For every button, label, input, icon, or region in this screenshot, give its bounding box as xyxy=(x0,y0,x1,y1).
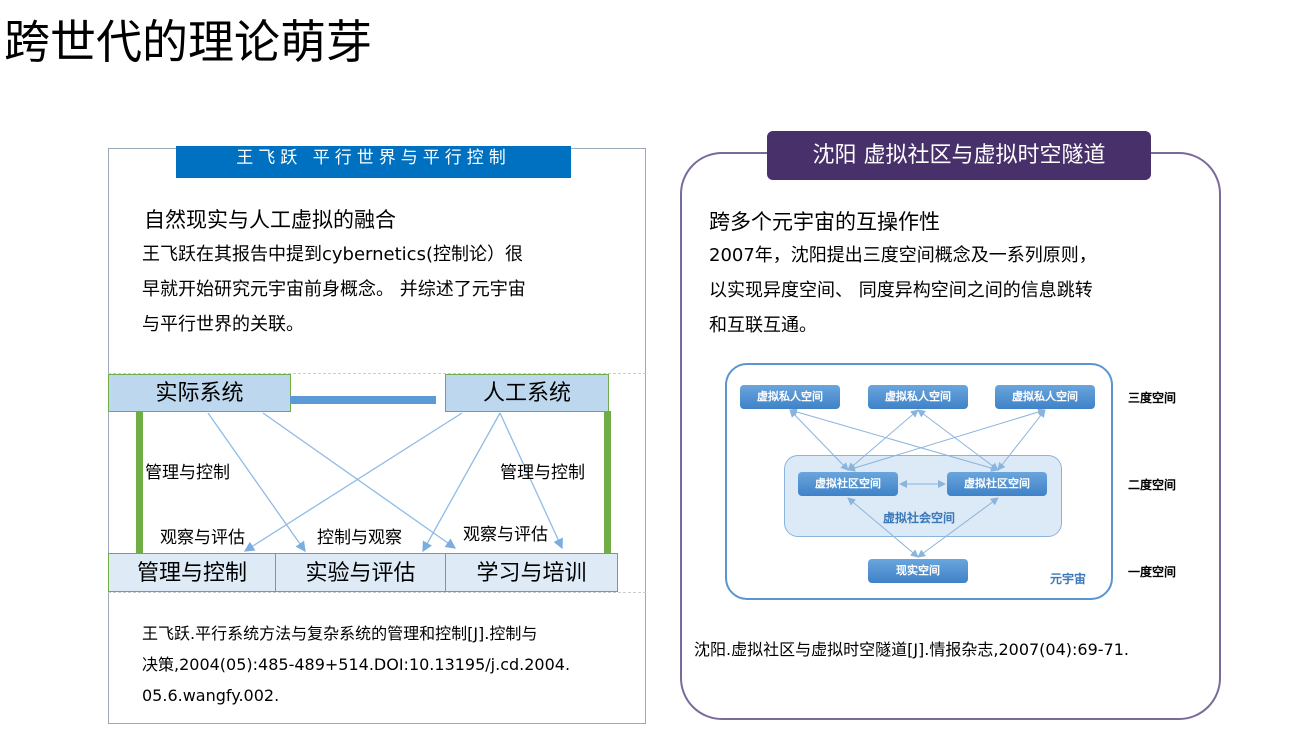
node-experiment-evaluation: 实验与评估 xyxy=(275,553,446,592)
level-label: 三度空间 xyxy=(1128,391,1177,405)
left-heading: 自然现实与人工虚拟的融合 xyxy=(144,208,396,232)
body-line: 和互联互通。 xyxy=(709,315,817,336)
node-private-space: 虚拟私人空间 xyxy=(740,385,840,409)
green-bar-left xyxy=(136,411,143,553)
node-community-space: 虚拟社区空间 xyxy=(947,472,1047,496)
body-line: 2007年，沈阳提出三度空间概念及一系列原则， xyxy=(709,245,1097,266)
left-banner: 王飞跃 平行世界与平行控制 xyxy=(176,146,571,178)
edge-label: 管理与控制 xyxy=(145,463,230,483)
edge-label: 观察与评估 xyxy=(160,528,245,548)
arrow xyxy=(422,412,501,553)
node-private-space: 虚拟私人空间 xyxy=(995,385,1095,409)
right-banner: 沈阳 虚拟社区与虚拟时空隧道 xyxy=(767,131,1151,180)
body-line: 以实现异度空间、 同度异构空间之间的信息跳转 xyxy=(709,280,1093,301)
node-community-space: 虚拟社区空间 xyxy=(798,472,898,496)
node-real-system: 实际系统 xyxy=(108,374,291,412)
edge-label: 观察与评估 xyxy=(463,525,548,545)
left-citation: 王飞跃.平行系统方法与复杂系统的管理和控制[J].控制与 决策,2004(05)… xyxy=(142,618,570,711)
edge-label: 控制与观察 xyxy=(317,528,402,548)
node-learning-training: 学习与培训 xyxy=(445,553,618,592)
arrow xyxy=(262,412,457,549)
level-label: 二度空间 xyxy=(1128,478,1177,492)
connector-bar xyxy=(290,396,436,404)
body-line: 与平行世界的关联。 xyxy=(142,314,304,335)
edge-label: 管理与控制 xyxy=(500,463,585,483)
citation-line: 05.6.wangfy.002. xyxy=(142,686,280,705)
arrow xyxy=(499,412,563,550)
right-citation: 沈阳.虚拟社区与虚拟时空隧道[J].情报杂志,2007(04):69-71. xyxy=(694,640,1129,659)
citation-line: 王飞跃.平行系统方法与复杂系统的管理和控制[J].控制与 xyxy=(142,624,538,643)
right-heading: 跨多个元宇宙的互操作性 xyxy=(709,210,940,234)
left-body: 王飞跃在其报告中提到cybernetics(控制论）很 早就开始研究元宇宙前身概… xyxy=(142,237,526,342)
body-line: 早就开始研究元宇宙前身概念。 并综述了元宇宙 xyxy=(142,279,526,300)
arrow xyxy=(207,412,306,553)
node-reality-space: 现实空间 xyxy=(868,559,968,583)
arrow xyxy=(243,412,463,552)
metaverse-label: 元宇宙 xyxy=(1050,572,1087,586)
slide-title: 跨世代的理论萌芽 xyxy=(4,15,372,69)
node-management-control: 管理与控制 xyxy=(108,553,276,592)
node-private-space: 虚拟私人空间 xyxy=(868,385,968,409)
body-line: 王飞跃在其报告中提到cybernetics(控制论）很 xyxy=(142,244,523,265)
right-body: 2007年，沈阳提出三度空间概念及一系列原则， 以实现异度空间、 同度异构空间之… xyxy=(709,238,1097,343)
level-label: 一度空间 xyxy=(1128,565,1177,579)
metaverse-frame xyxy=(725,363,1113,600)
green-bar-right xyxy=(604,411,611,553)
node-artificial-system: 人工系统 xyxy=(445,374,609,412)
social-space-label: 虚拟社会空间 xyxy=(883,511,956,525)
citation-line: 决策,2004(05):485-489+514.DOI:10.13195/j.c… xyxy=(142,655,571,674)
